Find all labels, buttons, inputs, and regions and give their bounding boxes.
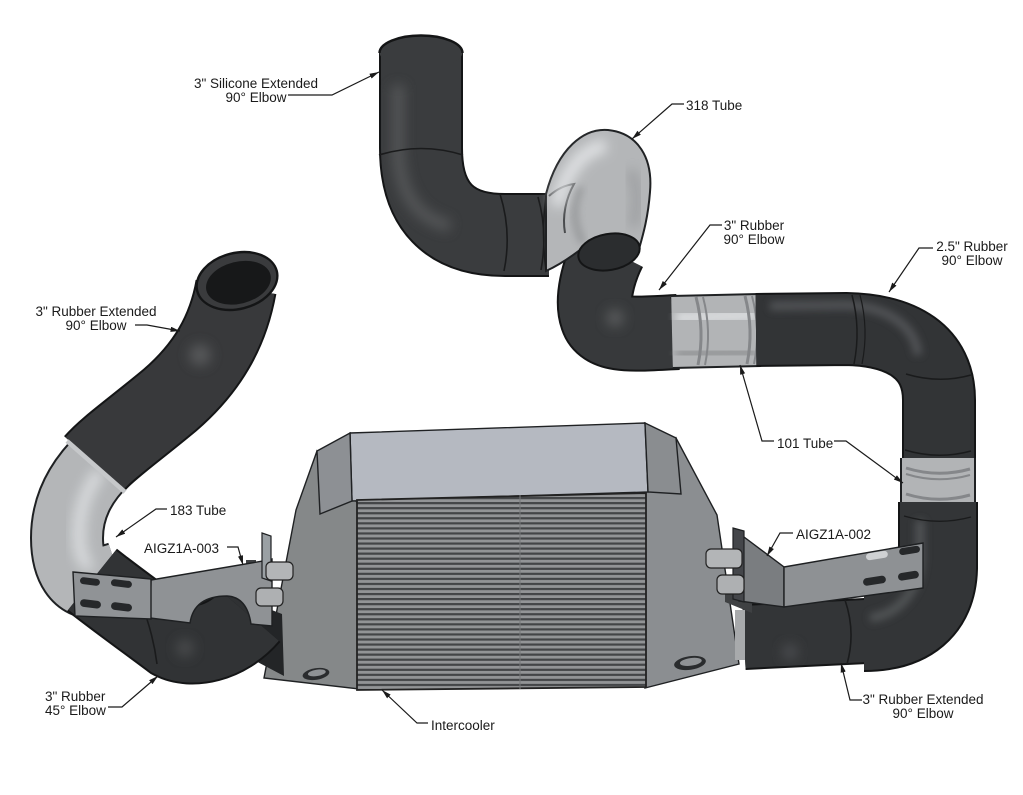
- svg-text:45° Elbow: 45° Elbow: [45, 703, 106, 718]
- svg-text:318 Tube: 318 Tube: [686, 98, 742, 113]
- svg-text:3" Silicone Extended: 3" Silicone Extended: [194, 76, 318, 91]
- svg-text:3" Rubber: 3" Rubber: [45, 689, 106, 704]
- svg-text:90° Elbow: 90° Elbow: [226, 90, 287, 105]
- svg-text:AIGZ1A-003: AIGZ1A-003: [144, 541, 219, 556]
- svg-text:101 Tube: 101 Tube: [777, 436, 833, 451]
- svg-text:90° Elbow: 90° Elbow: [724, 232, 785, 247]
- svg-text:90° Elbow: 90° Elbow: [942, 253, 1003, 268]
- svg-text:3" Rubber: 3" Rubber: [724, 218, 785, 233]
- svg-text:AIGZ1A-002: AIGZ1A-002: [796, 527, 871, 542]
- svg-text:3" Rubber Extended: 3" Rubber Extended: [35, 304, 156, 319]
- svg-text:90° Elbow: 90° Elbow: [66, 318, 127, 333]
- svg-text:3" Rubber Extended: 3" Rubber Extended: [862, 692, 983, 707]
- svg-text:183 Tube: 183 Tube: [170, 503, 226, 518]
- svg-text:2.5" Rubber: 2.5" Rubber: [936, 239, 1008, 254]
- svg-text:Intercooler: Intercooler: [431, 718, 495, 733]
- svg-text:90° Elbow: 90° Elbow: [893, 706, 954, 721]
